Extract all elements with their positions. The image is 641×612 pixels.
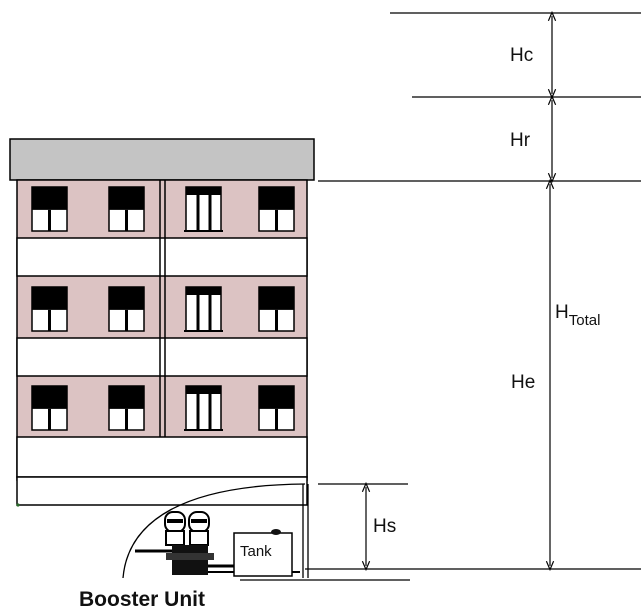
window [258,286,295,332]
tank-cap [271,529,281,535]
window [31,186,68,232]
window [108,186,145,232]
floor-band-2 [16,337,308,377]
he-label: He [511,372,535,393]
basement-arch [122,483,306,579]
basement: Tank [16,483,309,579]
dimension-arrows [366,16,552,566]
booster-unit-label: Booster Unit [79,588,205,611]
h-total-sub: Total [569,312,601,329]
reference-lines [240,12,641,581]
h-total-main: H [555,302,569,323]
hc-label: Hc [510,45,533,66]
building-roof [9,138,315,181]
h-total-label: HTotal [555,302,600,329]
window [184,286,223,332]
hr-label: Hr [510,130,531,151]
window [258,186,295,232]
tank-label: Tank [240,543,272,560]
tank [233,532,293,577]
dimension-labels: Hc Hr He Hs HTotal Booster Unit [79,45,600,611]
window [31,286,68,332]
floor-band-3 [16,436,308,478]
ground-floor-strip [16,476,308,506]
floor-band-1 [16,237,308,277]
building [9,138,315,506]
window [184,385,223,431]
window [108,286,145,332]
hs-label: Hs [373,516,396,537]
base-marker [16,503,20,507]
window [184,186,223,232]
booster-pumps [135,511,300,575]
window [258,385,295,431]
window [108,385,145,431]
window [31,385,68,431]
windows-group [31,186,295,431]
